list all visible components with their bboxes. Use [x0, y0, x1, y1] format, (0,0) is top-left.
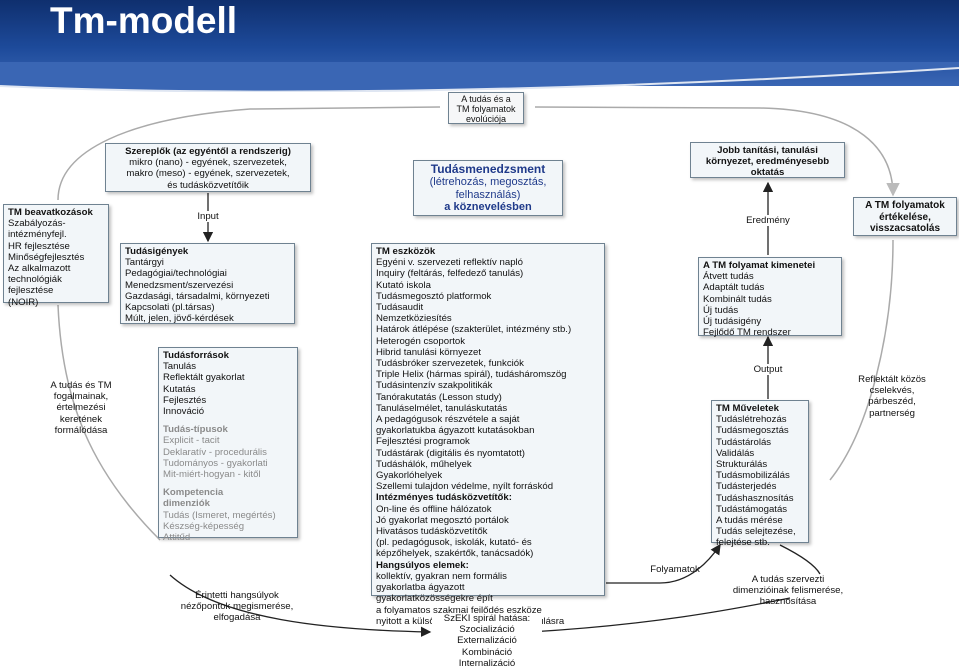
- tm-beavatkozasok-box: TM beavatkozások Szabályozás- intézményf…: [3, 204, 109, 308]
- cycle-arrow-left: [57, 304, 161, 541]
- tudasigenyek-box: Tudásigények Tantárgyi Pedagógiai/techno…: [120, 243, 295, 324]
- bottom-right-label: A tudás szervezti dimenzióinak felismeré…: [732, 574, 844, 608]
- muveletek-arrow: [779, 544, 821, 575]
- tm-muveletek-box: TM Műveletek Tudáslétrehozás Tudásmegosz…: [711, 400, 809, 548]
- tm-ertekeles-box: A TM folyamatok értékelése, visszacsatol…: [853, 197, 957, 236]
- tudasforrasok-box: Tudásforrások Tanulás Reflektált gyakorl…: [158, 347, 298, 543]
- jobb-tanitasi-box: Jobb tanítási, tanulási környezet, eredm…: [690, 142, 845, 178]
- folyamatok-arrow: [606, 543, 721, 584]
- banner-wave: [0, 62, 959, 92]
- tm-eszkozok-box: TM eszközök Egyéni v. szervezeti reflekt…: [371, 243, 605, 627]
- cycle-arrow-top-right: [534, 106, 900, 197]
- input-label: Input: [186, 211, 230, 223]
- cycle-arrow-top-left: [57, 106, 441, 201]
- szeki-label: SzEKI spirál hatása: Szocializáció Exter…: [432, 613, 542, 669]
- folyamatok-label: Folyamatok: [650, 564, 700, 575]
- eredmeny-label: Eredmény: [740, 215, 796, 227]
- tudasmenedzsment-box: Tudásmenedzsment (létrehozás, megosztás,…: [413, 160, 563, 216]
- bottom-left-label: Érintetti hangsúlyok nézőpontok megismer…: [180, 590, 294, 624]
- right-cycle-label: Reflektált közös cselekvés, párbeszéd, p…: [858, 374, 926, 419]
- output-label: Output: [746, 364, 790, 376]
- cycle-arrow-right: [829, 239, 894, 481]
- left-cycle-label: A tudás és TM fogalmainak, értelmezési k…: [50, 380, 112, 436]
- arrow-to-szeki: [169, 574, 432, 638]
- szereplok-box: Szereplők (az egyéntől a rendszerig) mik…: [105, 143, 311, 192]
- tm-kimenetei-box: A TM folyamat kimenetei Átvett tudás Ada…: [698, 257, 842, 338]
- arrow-from-szeki: [529, 597, 791, 633]
- evolution-box: A tudás és a TM folyamatok evolúciója: [448, 92, 524, 124]
- page-title: Tm-modell: [50, 0, 238, 41]
